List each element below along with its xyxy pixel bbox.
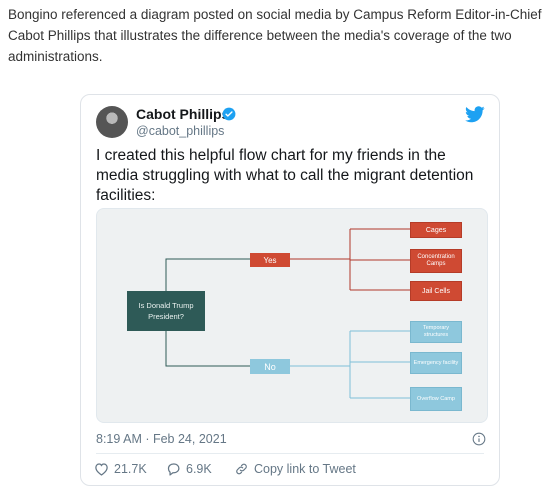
reply-button[interactable]: 6.9K (166, 462, 212, 476)
info-icon[interactable] (472, 432, 486, 446)
author-handle[interactable]: @cabot_phillips (136, 124, 225, 138)
like-count: 21.7K (114, 462, 147, 476)
connector-question-to-yes (165, 258, 250, 291)
author-name[interactable]: Cabot Phillips (136, 106, 230, 122)
copy-link-button[interactable]: Copy link to Tweet (234, 462, 356, 476)
flowchart-image[interactable]: Is Donald Trump President? Yes No Cages … (96, 208, 488, 423)
author-avatar[interactable] (96, 106, 128, 138)
no-node: No (250, 359, 290, 374)
tweet-timestamp[interactable]: 8:19 AM · Feb 24, 2021 (96, 432, 227, 446)
reply-count: 6.9K (186, 462, 212, 476)
connector-question-to-no (165, 331, 250, 367)
article-paragraph: Bongino referenced a diagram posted on s… (8, 7, 542, 64)
outcome-cages: Cages (410, 222, 462, 238)
yes-node: Yes (250, 253, 290, 267)
twitter-bird-icon[interactable] (465, 106, 485, 123)
like-button[interactable]: 21.7K (94, 462, 147, 476)
connector-no-branches (290, 330, 410, 399)
heart-icon (95, 463, 108, 476)
verified-badge-icon (222, 107, 236, 121)
reply-bubble-icon (167, 463, 180, 476)
copy-link-label: Copy link to Tweet (254, 462, 356, 476)
outcome-concentration-camps: Concentration Camps (410, 249, 462, 273)
outcome-overflow-camp: Overflow Camp (410, 387, 462, 411)
link-icon (236, 463, 247, 475)
outcome-emergency-facility: Emergency facility (410, 352, 462, 374)
question-node: Is Donald Trump President? (127, 291, 205, 331)
embedded-tweet[interactable]: Cabot Phillips @cabot_phillips I created… (80, 94, 500, 486)
flowchart-connectors (165, 228, 410, 399)
tweet-text: I created this helpful flow chart for my… (96, 147, 474, 204)
outcome-temporary-structures: Temporary structures (410, 321, 462, 343)
outcome-jail-cells: Jail Cells (410, 281, 462, 301)
tweet-divider (96, 453, 484, 454)
connector-yes-branches (290, 228, 410, 291)
